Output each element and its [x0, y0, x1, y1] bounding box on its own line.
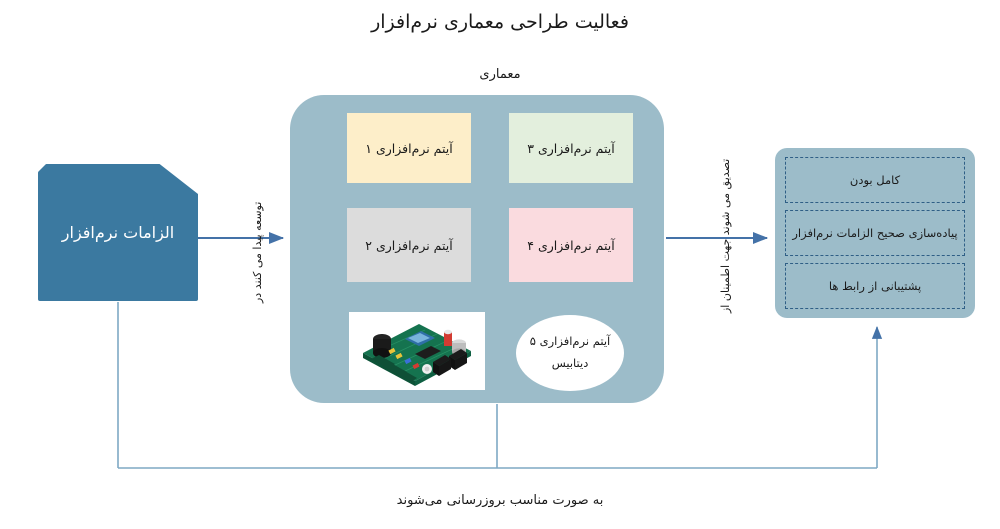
- architecture-caption: معماری: [479, 67, 521, 82]
- requirements-label: الزامات نرم‌افزار: [61, 222, 175, 242]
- software-item-1-label: آیتم نرم‌افزاری ۱: [365, 140, 453, 156]
- criterion-interface-support-label: پشتیبانی از رابط ها: [828, 279, 922, 293]
- circuit-board-photo: [349, 312, 485, 390]
- verification-panel[interactable]: کامل بودن پیاده‌سازی صحیح الزامات نرم‌اف…: [775, 148, 975, 318]
- criterion-completeness-label: کامل بودن: [849, 173, 901, 187]
- software-item-3[interactable]: آیتم نرم‌افزاری ۳: [509, 113, 633, 183]
- software-item-5-label: آیتم نرم‌افزاری ۵: [529, 334, 611, 349]
- software-item-5-sublabel: دیتابیس: [551, 356, 589, 370]
- software-item-5-database[interactable]: آیتم نرم‌افزاری ۵ دیتابیس: [516, 315, 624, 391]
- software-item-2-label: آیتم نرم‌افزاری ۲: [365, 237, 453, 253]
- software-item-3-label: آیتم نرم‌افزاری ۳: [527, 140, 615, 156]
- software-item-1[interactable]: آیتم نرم‌افزاری ۱: [347, 113, 471, 183]
- edge-label-develop: توسعه پیدا می کنند در: [251, 201, 264, 303]
- software-item-4[interactable]: آیتم نرم‌افزاری ۴: [509, 208, 633, 282]
- feedback-loop-label: به صورت مناسب بروزرسانی می‌شوند: [396, 493, 604, 508]
- requirements-node[interactable]: الزامات نرم‌افزار: [38, 164, 198, 301]
- criterion-interface-support: پشتیبانی از رابط ها: [785, 263, 965, 309]
- criterion-completeness: کامل بودن: [785, 157, 965, 203]
- software-item-4-label: آیتم نرم‌افزاری ۴: [527, 237, 615, 253]
- criterion-correct-implementation: پیاده‌سازی صحیح الزامات نرم‌افزار: [785, 210, 965, 256]
- page-title: فعالیت طراحی معماری نرم‌افزار: [371, 11, 629, 33]
- criterion-correct-implementation-label: پیاده‌سازی صحیح الزامات نرم‌افزار: [792, 226, 958, 240]
- software-item-2[interactable]: آیتم نرم‌افزاری ۲: [347, 208, 471, 282]
- edge-label-verify: تصدیق می شوند جهت اطمینان از: [719, 158, 732, 313]
